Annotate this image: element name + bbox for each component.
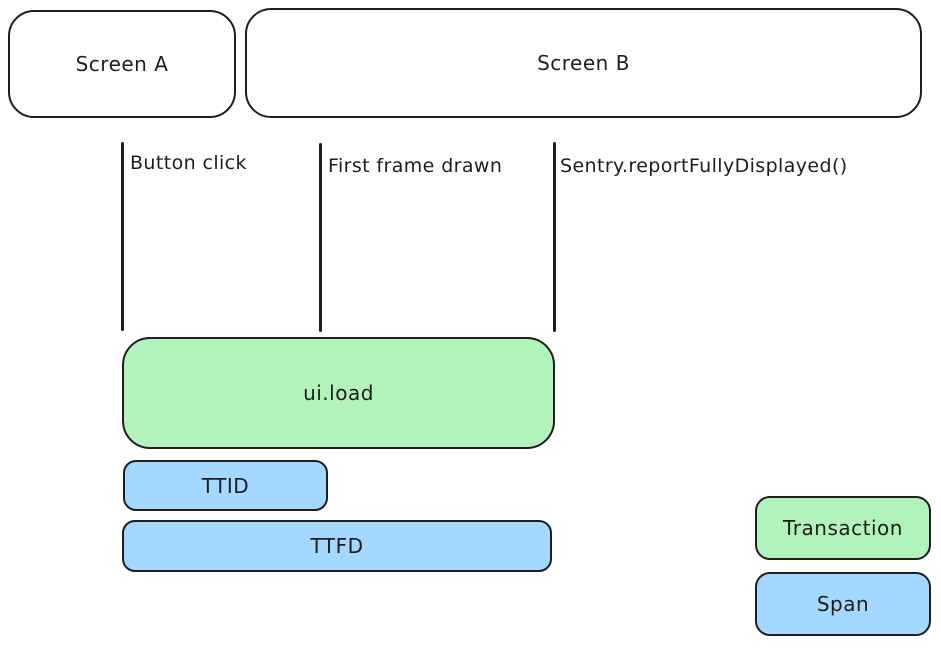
screen-a-box: Screen A bbox=[8, 10, 236, 118]
legend-span-label: Span bbox=[816, 592, 870, 616]
button-click-marker-line bbox=[121, 142, 124, 331]
ttfd-label: TTFD bbox=[310, 534, 364, 558]
first-frame-drawn-marker-line bbox=[319, 143, 322, 332]
screen-b-label: Screen B bbox=[537, 51, 630, 75]
first-frame-drawn-label: First frame drawn bbox=[328, 155, 503, 177]
ui-load-transaction-bar: ui.load bbox=[122, 337, 555, 449]
screen-b-box: Screen B bbox=[245, 8, 922, 118]
report-fully-displayed-label: Sentry.reportFullyDisplayed() bbox=[560, 155, 848, 177]
ttid-label: TTID bbox=[201, 473, 250, 498]
legend-transaction-box: Transaction bbox=[755, 496, 931, 560]
ui-load-label: ui.load bbox=[303, 381, 374, 405]
legend-span-box: Span bbox=[755, 572, 931, 636]
ttid-span-bar: TTID bbox=[123, 460, 328, 511]
legend-transaction-label: Transaction bbox=[783, 516, 903, 540]
report-fully-displayed-marker-line bbox=[553, 142, 556, 332]
screen-a-label: Screen A bbox=[75, 52, 169, 76]
ttfd-span-bar: TTFD bbox=[122, 520, 552, 572]
button-click-label: Button click bbox=[130, 152, 247, 174]
